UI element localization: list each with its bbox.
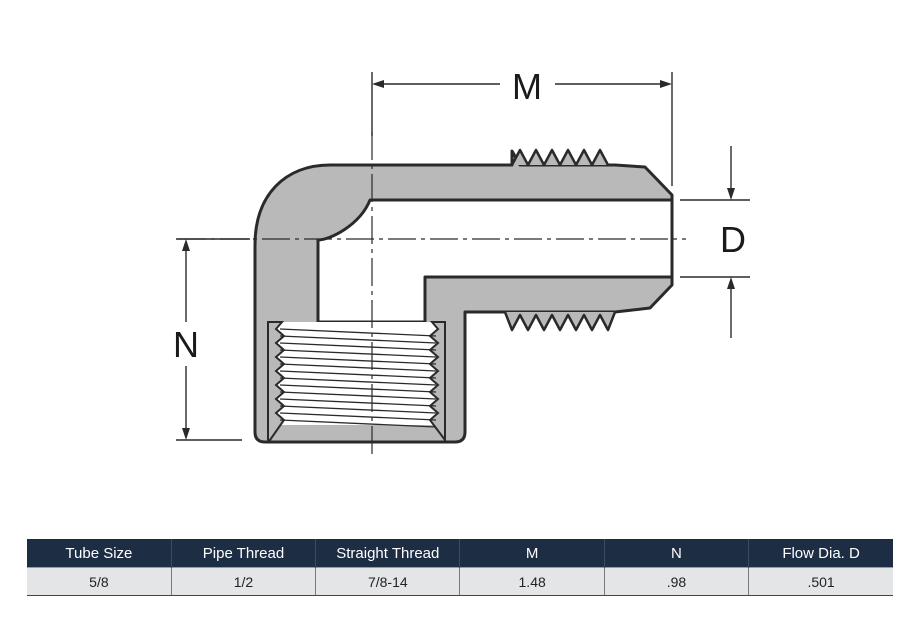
header-flow-dia: Flow Dia. D [748, 539, 893, 568]
dimension-d [680, 146, 750, 338]
cell-m: 1.48 [459, 567, 605, 596]
cell-flow-dia: .501 [748, 567, 893, 596]
dimension-n [176, 238, 250, 441]
dimension-n-label: N [173, 324, 199, 365]
header-tube-size: Tube Size [27, 539, 172, 568]
cell-tube-size: 5/8 [27, 567, 172, 596]
fitting-diagram: M D N [173, 66, 750, 458]
dimension-d-label: D [720, 219, 746, 260]
table-row: 5/8 1/2 7/8-14 1.48 .98 .501 [27, 567, 893, 596]
cell-n: .98 [603, 567, 749, 596]
header-pipe-thread: Pipe Thread [170, 539, 316, 568]
male-thread-bottom [503, 311, 617, 332]
dimension-m [371, 72, 673, 186]
table-header-row: Tube Size Pipe Thread Straight Thread M … [27, 539, 893, 568]
dimension-m-label: M [512, 66, 542, 107]
cell-straight-thread: 7/8-14 [315, 567, 460, 596]
male-thread-top [510, 148, 615, 167]
spec-table: Tube Size Pipe Thread Straight Thread M … [27, 539, 893, 596]
header-n: N [603, 539, 749, 568]
cell-pipe-thread: 1/2 [170, 567, 316, 596]
female-pipe-thread [267, 321, 446, 443]
header-m: M [459, 539, 605, 568]
header-straight-thread: Straight Thread [315, 539, 460, 568]
